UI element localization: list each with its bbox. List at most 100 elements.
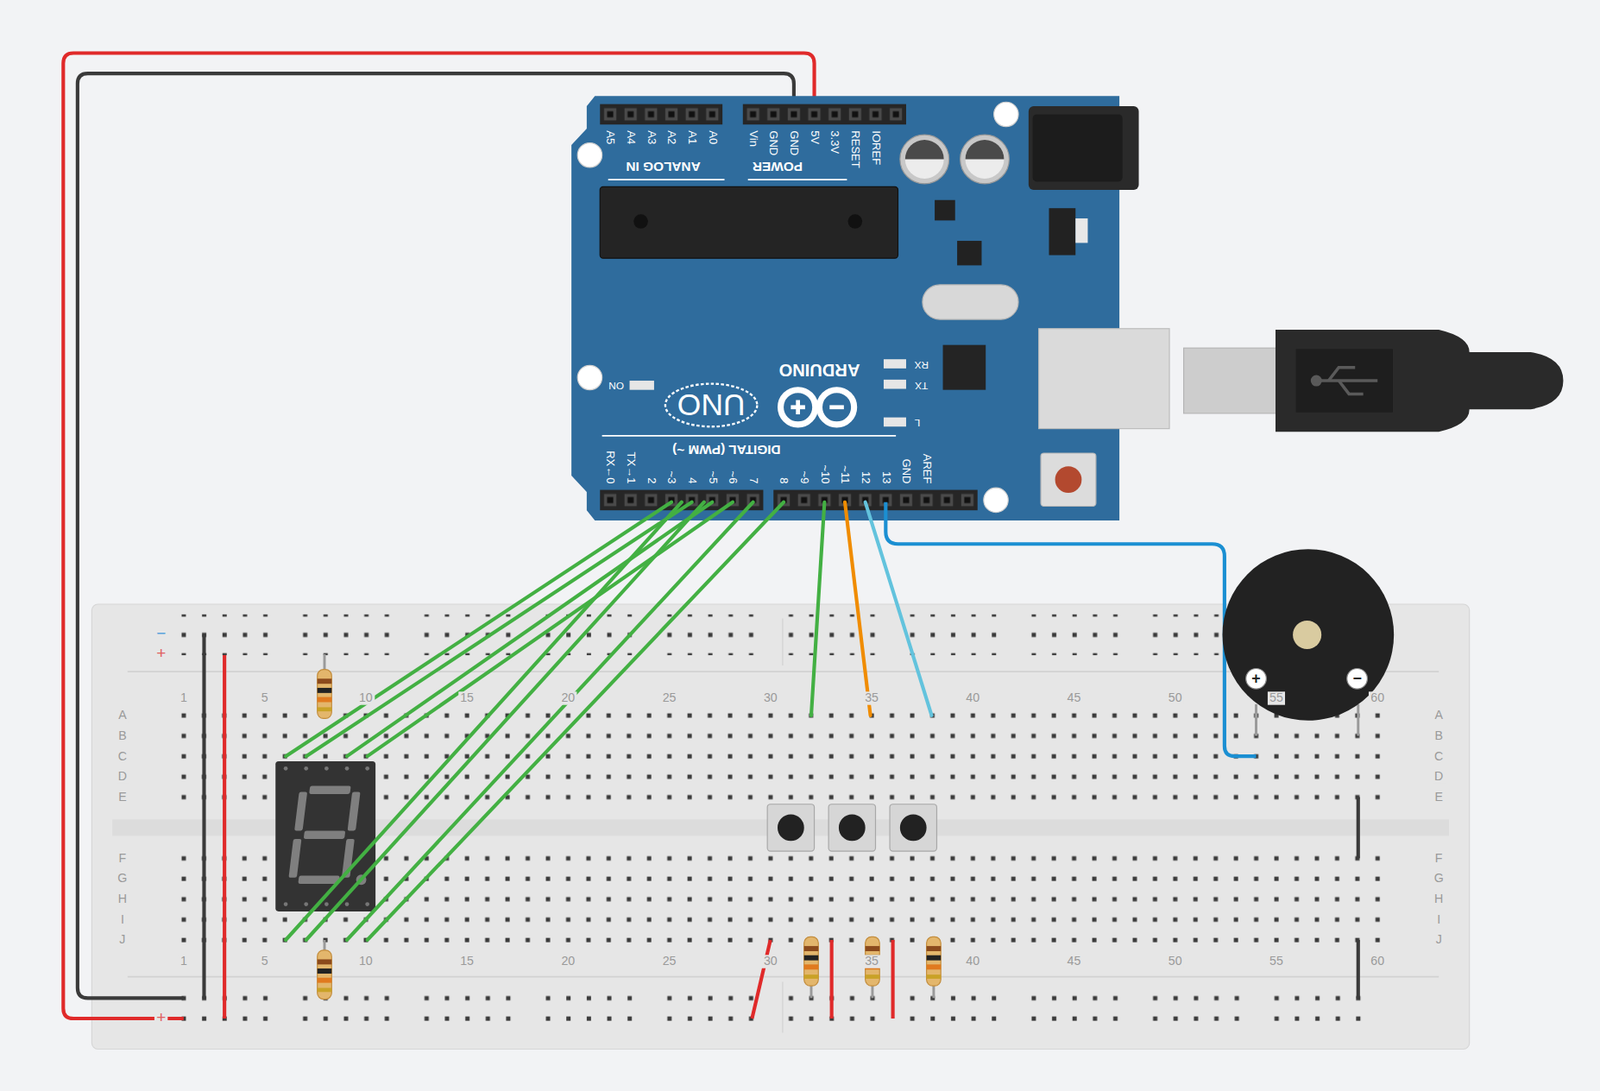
column-number: 10 (357, 954, 376, 968)
column-number: 15 (458, 691, 477, 705)
row-letter: C (1432, 749, 1446, 763)
usb-port (1039, 328, 1170, 429)
pin-label: 3.3V (828, 130, 841, 154)
power-jack (1033, 113, 1123, 182)
pin-label: TX→1 (624, 452, 637, 485)
model-oval (665, 384, 757, 428)
row-letter: I (1435, 913, 1443, 926)
pin-label: 5V (808, 130, 821, 145)
column-number: 50 (1165, 691, 1185, 705)
led-label: RX (913, 359, 928, 370)
column-number: 1 (178, 954, 190, 968)
seven-segment-display (275, 761, 376, 912)
silkscreen-line (602, 434, 897, 437)
header-pins (773, 490, 977, 511)
row-letter: E (116, 790, 129, 804)
buzzer-wire (885, 502, 1256, 756)
pin-label: GND (787, 130, 800, 156)
column-number: 35 (862, 954, 882, 968)
pin-label: A0 (705, 130, 719, 145)
row-letter: F (116, 851, 128, 865)
column-number: 5 (258, 954, 271, 968)
column-number: 40 (963, 954, 983, 968)
resistor-leads (324, 654, 934, 998)
column-number: 30 (762, 691, 781, 705)
ground-jumper (1356, 939, 1361, 998)
led-label: L (914, 416, 921, 428)
ic (934, 200, 956, 221)
mount-hole (994, 101, 1019, 126)
row-letter: D (115, 769, 129, 783)
usb-plug-face (1296, 348, 1393, 412)
column-number: 55 (1267, 691, 1286, 705)
led (629, 380, 655, 391)
column-number: 10 (357, 691, 376, 705)
header (773, 490, 977, 511)
pin-label: GND (767, 130, 780, 156)
row-letter: A (116, 708, 129, 722)
buzzer-pin-label: − (1352, 670, 1361, 687)
rail-sign: + (154, 645, 169, 663)
ground-jumper (1356, 796, 1361, 858)
reset-button (1040, 453, 1097, 506)
microcontroller-chip (599, 186, 898, 259)
model-label: UNO (677, 389, 746, 422)
push-button (767, 804, 814, 851)
usb-chip (943, 345, 987, 391)
resistor-symbol (317, 950, 333, 1000)
header-title: POWER (752, 159, 803, 174)
row-letter: H (1432, 892, 1446, 906)
power-jumper (891, 939, 895, 1019)
column-number: 5 (258, 691, 271, 705)
buzzer-center (1292, 620, 1322, 649)
pin-label: RESET (849, 130, 862, 168)
column-number: 60 (1368, 954, 1387, 968)
push-button (828, 804, 876, 851)
column-number: 40 (963, 691, 983, 705)
pin-label: A5 (604, 130, 617, 145)
column-number: 25 (660, 691, 679, 705)
ground-jumper (201, 634, 206, 998)
column-number: 25 (660, 954, 679, 968)
breadboard (91, 604, 1469, 1050)
led-label: TX (914, 379, 928, 391)
power-rail (173, 614, 1388, 656)
regulator (1049, 207, 1077, 255)
pin-label: ~11 (838, 465, 851, 484)
header-pins (743, 104, 907, 126)
capacitor (960, 134, 1010, 184)
buzzer-lead (1356, 704, 1360, 737)
column-number: 15 (458, 954, 477, 968)
ic (957, 240, 982, 265)
button-wire (865, 502, 933, 716)
column-number: 1 (178, 691, 190, 705)
brand-label: ARDUINO (779, 359, 861, 378)
row-letter: D (1432, 769, 1446, 783)
pin-label: 13 (879, 471, 892, 484)
pin-label: ~3 (665, 471, 678, 485)
mount-hole (577, 143, 602, 168)
row-letter: F (1432, 851, 1444, 865)
power-jumper (751, 939, 770, 1019)
column-number: 55 (1267, 954, 1286, 968)
segment-wires (285, 502, 825, 940)
reset-button-cap (1055, 466, 1083, 493)
usb-plug (1275, 329, 1563, 432)
rail-sign: − (154, 624, 169, 643)
row-letter: J (117, 933, 128, 947)
pin-label: A4 (624, 130, 637, 145)
header-title: DIGITAL (PWM ~) (672, 442, 781, 457)
mount-hole (577, 365, 602, 390)
pin-label: ~5 (705, 471, 719, 485)
buzzer-pin-mark (1246, 667, 1267, 689)
led (883, 379, 907, 390)
row-letter: A (1432, 708, 1445, 722)
usb-icon (1312, 367, 1379, 395)
capacitor (900, 134, 950, 184)
header-title: ANALOG IN (625, 159, 700, 174)
row-letter: B (116, 729, 129, 743)
silkscreen-line (608, 178, 725, 181)
buzzer-pin-mark (1347, 667, 1368, 689)
pin-label: RX←0 (604, 450, 617, 484)
power-jumper (222, 655, 227, 1019)
